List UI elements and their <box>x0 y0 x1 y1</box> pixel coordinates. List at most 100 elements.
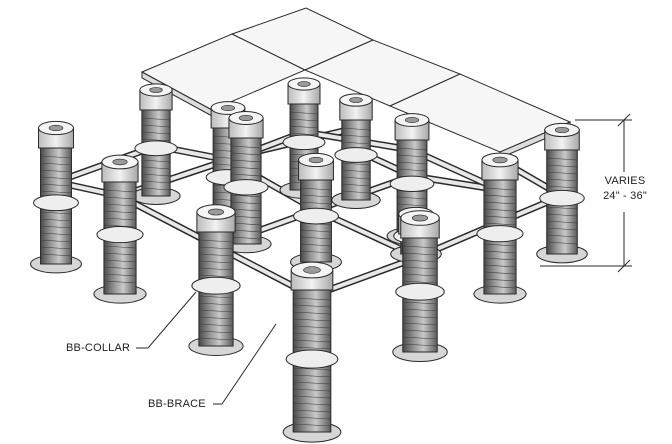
pedestal-thread-ring <box>483 243 517 247</box>
pedestal-head-hole <box>303 266 321 274</box>
pedestal-thread-ring <box>141 173 171 177</box>
pedestal-head-hole <box>221 105 235 111</box>
pedestal-thread-ring <box>293 297 331 301</box>
pedestal-thread-ring <box>40 246 72 250</box>
pedestal-thread-ring <box>289 125 319 129</box>
pedestal-thread-ring <box>198 246 234 250</box>
pedestal-9 <box>290 152 342 272</box>
pedestal-thread-ring <box>293 332 331 336</box>
pedestal-thread-ring <box>198 274 234 278</box>
pedestal-thread-ring <box>293 304 331 308</box>
pedestal-thread-ring <box>341 162 371 166</box>
dimension-label: VARIES 24" - 36" <box>590 174 660 204</box>
height-dimension-marker <box>540 113 632 273</box>
pedestal-thread-ring <box>198 302 234 306</box>
pedestal-thread-ring <box>103 210 137 214</box>
pedestal-thread-ring <box>402 266 438 270</box>
pedestal-thread-ring <box>293 423 331 427</box>
pedestal-thread-ring <box>198 337 234 341</box>
pedestal-11 <box>93 154 147 304</box>
pedestal-thread-ring <box>103 245 137 249</box>
pedestal-thread-ring <box>103 259 137 263</box>
pedestal-thread-ring <box>293 416 331 420</box>
pedestal-collar <box>96 226 144 244</box>
pedestal-thread-ring <box>397 168 427 172</box>
pedestal-thread-ring <box>230 159 262 163</box>
pedestal-thread-ring <box>397 147 427 151</box>
pedestal-thread-ring <box>300 243 332 247</box>
pedestal-thread-ring <box>141 166 171 170</box>
pedestal-collar <box>191 276 241 295</box>
pedestal-collar <box>33 194 79 212</box>
pedestal-thread-ring <box>40 211 72 215</box>
pedestal-thread-ring <box>40 239 72 243</box>
pedestal-thread-ring <box>40 176 72 180</box>
pedestal-thread-ring <box>300 194 332 198</box>
pedestal-thread-ring <box>397 203 427 207</box>
pedestal-thread-ring <box>141 124 171 128</box>
pedestal-thread-ring <box>230 152 262 156</box>
pedestal-thread-ring <box>230 229 262 233</box>
pedestal-thread-ring <box>293 339 331 343</box>
pedestal-collar <box>285 349 339 369</box>
pedestal-collar <box>389 175 435 192</box>
pedestal-thread-ring <box>230 173 262 177</box>
pedestal-thread-ring <box>293 346 331 350</box>
pedestal-head-hole <box>112 158 128 166</box>
pedestal-thread-ring <box>341 190 371 194</box>
pedestal-thread-ring <box>402 308 438 312</box>
pedestal-thread-ring <box>230 208 262 212</box>
brace-callout-label: BB-BRACE <box>148 398 206 410</box>
pedestal-thread-ring <box>546 157 578 161</box>
pedestal-thread-ring <box>483 222 517 226</box>
pedestal-set <box>30 77 588 443</box>
pedestal-thread-ring <box>230 236 262 240</box>
pedestal-thread-ring <box>341 176 371 180</box>
pedestal-thread-ring <box>341 127 371 131</box>
pedestal-thread-ring <box>397 161 427 165</box>
brace-leader-line <box>213 323 277 405</box>
pedestal-thread-ring <box>402 252 438 256</box>
pedestal-thread-ring <box>40 183 72 187</box>
dimension-range: 24" - 36" <box>603 190 647 202</box>
pedestal-head-hole <box>349 97 363 103</box>
pedestal-head-hole <box>207 208 225 216</box>
pedestal-thread-ring <box>397 154 427 158</box>
pedestal-thread-ring <box>546 220 578 224</box>
pedestal-3 <box>331 93 381 209</box>
pedestal-thread-ring <box>402 301 438 305</box>
pedestal-thread-ring <box>300 229 332 233</box>
pedestal-10 <box>30 120 82 274</box>
pedestal-head-hole <box>404 117 420 123</box>
pedestal-head-hole <box>238 114 254 122</box>
pedestal-thread-ring <box>546 213 578 217</box>
pedestal-thread-ring <box>483 278 517 282</box>
pedestal-thread-ring <box>230 215 262 219</box>
pedestal-thread-ring <box>483 271 517 275</box>
pedestal-thread-ring <box>293 395 331 399</box>
pedestal-thread-ring <box>293 325 331 329</box>
pedestal-collar <box>395 282 445 301</box>
pedestal-thread-ring <box>103 252 137 256</box>
dimension-tick-top <box>617 113 631 127</box>
pedestal-thread-ring <box>198 267 234 271</box>
pedestal-thread-ring <box>289 118 319 122</box>
pedestal-head-hole <box>411 214 429 222</box>
pedestal-thread-ring <box>546 164 578 168</box>
pedestal-head-hole <box>48 124 64 132</box>
pedestal-thread-ring <box>293 409 331 413</box>
pedestal-thread-ring <box>289 111 319 115</box>
pedestal-thread-ring <box>293 374 331 378</box>
pedestal-thread-ring <box>230 166 262 170</box>
pedestal-thread-ring <box>546 206 578 210</box>
pedestal-12 <box>473 152 527 304</box>
pedestal-thread-ring <box>341 134 371 138</box>
pedestal-thread-ring <box>397 196 427 200</box>
pedestal-15 <box>282 261 342 443</box>
pedestal-thread-ring <box>198 323 234 327</box>
pedestal-thread-ring <box>402 322 438 326</box>
pedestal-13 <box>188 204 244 356</box>
pedestal-2 <box>131 83 181 205</box>
pedestal-thread-ring <box>103 189 137 193</box>
